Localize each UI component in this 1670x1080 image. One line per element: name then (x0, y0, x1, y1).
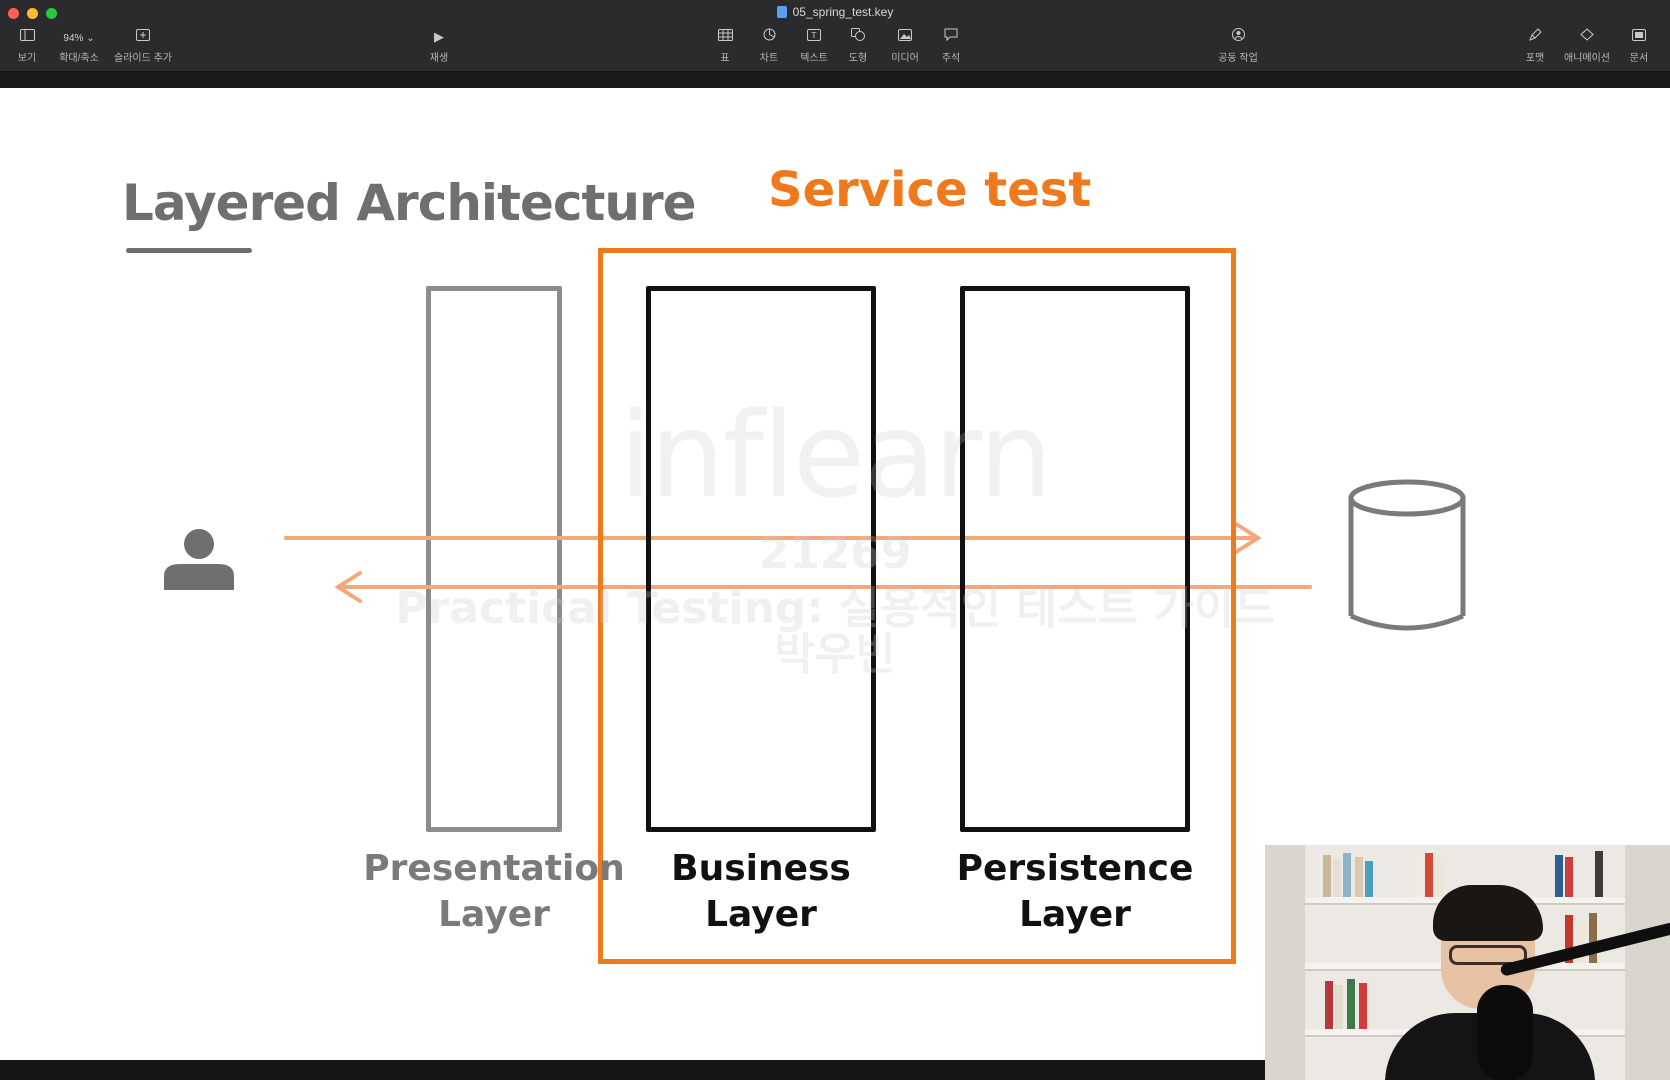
shape-icon (845, 28, 871, 46)
zoom-control[interactable]: 94% ⌄ 확대/축소 (56, 28, 102, 64)
sidebar-icon (14, 28, 40, 46)
table-button[interactable]: 표 (712, 28, 738, 64)
response-arrow (334, 571, 1312, 603)
pie-chart-icon (756, 28, 782, 46)
presentation-layer-label: Presentation Layer (363, 848, 625, 935)
presenter-webcam (1265, 845, 1670, 1080)
request-arrow (284, 522, 1262, 554)
text-box-icon: T (796, 28, 832, 46)
play-icon: ▶ (434, 29, 444, 44)
user-icon (164, 529, 234, 590)
add-slide-icon (112, 28, 174, 46)
slide-title: Layered Architecture (122, 174, 697, 232)
presentation-layer-box (426, 286, 562, 832)
collaborate-icon (1214, 28, 1262, 46)
business-layer-box (646, 286, 876, 832)
animate-button[interactable]: 애니메이션 (1564, 28, 1610, 64)
zoom-window-button[interactable] (46, 8, 57, 19)
document-panel-icon (1626, 28, 1652, 46)
document-title: 05_spring_test.key (0, 5, 1670, 19)
play-button[interactable]: ▶ 재생 (426, 28, 452, 64)
media-button[interactable]: 미디어 (888, 28, 922, 64)
microphone-icon (1477, 985, 1533, 1080)
toolbar-separator (0, 72, 1670, 88)
persistence-layer-box (960, 286, 1190, 832)
document-button[interactable]: 문서 (1626, 28, 1652, 64)
window-titlebar: 05_spring_test.key 보기 94% ⌄ 확대/축소 슬라이드 추… (0, 0, 1670, 72)
chevron-down-icon: ⌄ (86, 33, 95, 44)
shape-button[interactable]: 도형 (845, 28, 871, 64)
comment-button[interactable]: 주석 (938, 28, 964, 64)
zoom-value[interactable]: 94% ⌄ (63, 33, 95, 44)
presenter-hair (1433, 885, 1543, 941)
persistence-layer-label: Persistence Layer (956, 848, 1194, 935)
table-icon (712, 28, 738, 46)
service-test-box (598, 248, 1236, 964)
title-underline (126, 248, 252, 253)
comment-icon (938, 28, 964, 46)
add-slide-button[interactable]: 슬라이드 추가 (112, 28, 174, 64)
collaborate-button[interactable]: 공동 작업 (1214, 28, 1262, 64)
service-test-title: Service test (768, 162, 1092, 218)
text-button[interactable]: T 텍스트 (796, 28, 832, 64)
view-button[interactable]: 보기 (14, 28, 40, 64)
business-layer-label: Business Layer (671, 848, 851, 935)
paintbrush-icon (1522, 28, 1548, 46)
close-window-button[interactable] (8, 8, 19, 19)
presenter-glasses (1449, 945, 1527, 965)
keynote-file-icon (776, 6, 787, 18)
diamond-icon (1564, 28, 1610, 46)
bottom-bar (0, 1060, 1670, 1080)
format-button[interactable]: 포맷 (1522, 28, 1548, 64)
request-response-arrows (284, 522, 1312, 603)
image-icon (888, 28, 922, 46)
svg-text:T: T (811, 31, 817, 40)
minimize-window-button[interactable] (27, 8, 38, 19)
database-icon (1348, 479, 1466, 631)
chart-button[interactable]: 차트 (756, 28, 782, 64)
